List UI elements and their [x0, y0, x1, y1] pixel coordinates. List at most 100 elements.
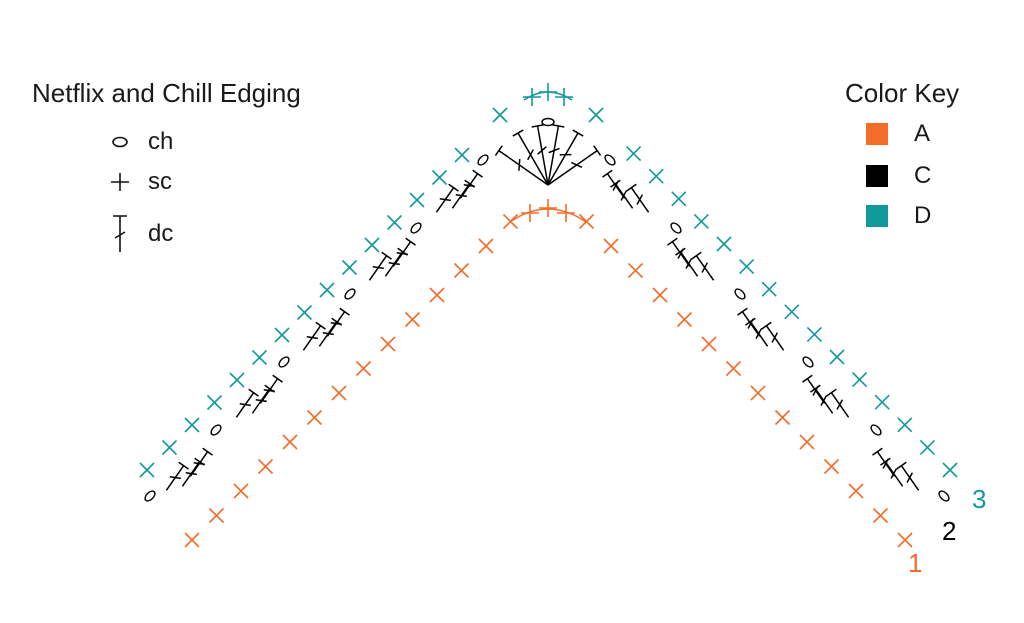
sc-stitch [492, 107, 508, 123]
single-crochet-plus-icon [100, 170, 140, 194]
color-key-item-a: A [866, 120, 930, 148]
row-label-2: 2 [942, 516, 957, 546]
dc-stitch [189, 447, 213, 477]
sc-stitch [676, 311, 693, 328]
sc-stitch [404, 311, 421, 328]
legend-item-ch: ch [100, 128, 173, 156]
dc-stitch [547, 145, 602, 186]
dc-stitch [494, 145, 549, 186]
legend-label-dc: dc [148, 220, 174, 247]
sc-stitch [341, 259, 358, 276]
sc-stitch [555, 88, 573, 106]
sc-stitch [784, 304, 800, 320]
sc-stitch [872, 507, 889, 524]
sc-stitch [588, 107, 604, 123]
sc-stitch [523, 88, 541, 106]
sc-stitch [897, 532, 913, 548]
sc-stitch [693, 213, 709, 229]
sc-stitch [331, 385, 347, 401]
sc-stitch [386, 214, 403, 231]
chart-title: Netflix and Chill Edging [32, 78, 301, 108]
dc-stitch [512, 129, 549, 186]
sc-stitch [626, 146, 642, 162]
sc-stitch [521, 204, 539, 222]
color-key-title: Color Key [845, 78, 960, 108]
color-key-label-d: D [914, 202, 932, 229]
color-swatch-d [866, 205, 888, 227]
dc-stitch [691, 251, 715, 281]
color-key-item-c: C [866, 162, 931, 190]
sc-stitch [206, 394, 223, 411]
color-key-label-c: C [914, 162, 932, 189]
dc-stitch [459, 169, 483, 199]
sc-stitch [725, 360, 742, 377]
chain-stitch [604, 154, 616, 166]
color-key-item-d: D [866, 202, 931, 230]
color-key-label-a: A [914, 120, 931, 147]
sc-stitch [409, 192, 425, 208]
sc-stitch [829, 349, 845, 365]
sc-stitch [774, 409, 791, 426]
sc-stitch [274, 327, 290, 343]
sc-stitch [942, 462, 958, 478]
sc-stitch [184, 417, 200, 433]
double-crochet-icon [100, 212, 140, 256]
dc-stitch [259, 374, 283, 404]
sc-stitch [282, 434, 298, 450]
legend-item-sc: sc [100, 168, 172, 196]
legend-item-dc: dc [100, 212, 173, 256]
sc-stitch [799, 434, 815, 450]
chain-stitch [278, 356, 290, 368]
dc-stitch [802, 374, 826, 404]
chain-stitch [734, 288, 746, 300]
sc-stitch [823, 458, 840, 475]
dc-stitch [235, 388, 259, 418]
sc-stitch [716, 236, 732, 252]
sc-stitch [319, 282, 335, 298]
row-label-1: 1 [908, 548, 923, 578]
sc-stitch [454, 147, 470, 163]
sc-stitch [380, 336, 396, 352]
dc-stitch [392, 237, 416, 267]
sc-stitch [429, 287, 445, 303]
chain-stitch [870, 424, 882, 436]
chain-oval-icon [100, 130, 140, 154]
sc-stitch [355, 360, 372, 377]
sc-stitch [139, 462, 155, 478]
dc-stitch [737, 307, 761, 337]
sc-stitch [251, 349, 268, 366]
legend-label-ch: ch [148, 128, 174, 155]
color-swatch-c [866, 165, 888, 187]
legend-label-sc: sc [148, 168, 172, 195]
dc-stitch [626, 183, 650, 213]
dc-stitch [896, 461, 920, 491]
sc-stitch [257, 458, 274, 475]
chain-stitch [344, 288, 356, 300]
dc-stitch [165, 461, 189, 491]
sc-stitch [184, 532, 200, 548]
dc-stitch [302, 321, 326, 351]
sc-stitch [364, 237, 380, 253]
sc-stitch [750, 385, 766, 401]
color-swatch-a [866, 123, 888, 145]
sc-stitch [453, 262, 470, 279]
sc-stitch [919, 439, 935, 455]
sc-stitch [652, 287, 668, 303]
sc-stitch [874, 394, 890, 410]
sc-stitch [848, 483, 864, 499]
chain-stitch [670, 222, 682, 234]
sc-stitch [296, 304, 313, 321]
dc-stitch [761, 321, 785, 351]
sc-stitch [701, 336, 717, 352]
sc-stitch [208, 507, 225, 524]
sc-stitch [431, 169, 448, 186]
sc-stitch [161, 439, 178, 456]
chain-stitch [802, 356, 814, 368]
dc-stitch [531, 124, 549, 186]
row-label-3: 3 [972, 484, 987, 514]
sc-stitch [557, 204, 575, 222]
sc-stitch [761, 281, 777, 297]
sc-stitch [478, 238, 494, 254]
dc-stitch [435, 183, 459, 213]
